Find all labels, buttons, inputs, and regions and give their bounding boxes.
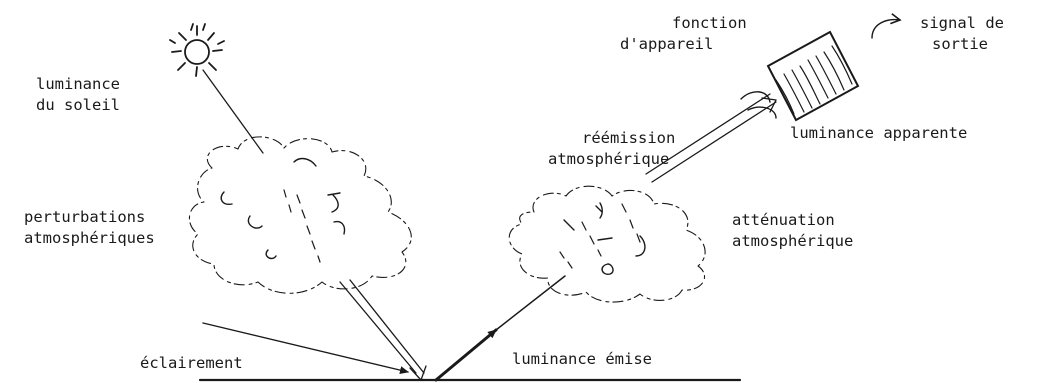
sun-ray <box>202 69 264 154</box>
cloud-scribbles-right <box>559 202 646 275</box>
emitted-luminance-arrow <box>434 328 498 382</box>
emitted-luminance-label: luminance émise <box>512 350 652 368</box>
emitted-luminance-continuation <box>495 275 566 331</box>
reemission-hook <box>740 91 771 103</box>
atmospheric-reemission-label: réémission atmosphérique <box>548 129 676 168</box>
sun-icon <box>169 23 225 77</box>
reemission-hook-2 <box>747 106 777 119</box>
sun-luminance-label: luminance du soleil <box>36 75 120 114</box>
atmospheric-disturbances-label: perturbations atmosphériques <box>24 208 155 247</box>
device-function-label: fonction d'appareil <box>620 14 747 53</box>
cloud-icon <box>188 136 412 294</box>
cloud-scribbles-left <box>220 157 346 263</box>
output-signal-arrow <box>871 13 902 39</box>
sensor-box-icon <box>766 30 860 122</box>
transmitted-ray <box>339 279 427 381</box>
illumination-arrow <box>202 322 409 375</box>
apparent-luminance-label: luminance apparente <box>790 124 968 142</box>
illumination-label: éclairement <box>140 354 243 372</box>
cloud-icon <box>508 185 706 303</box>
output-signal-label: signal de sortie <box>920 14 1004 53</box>
apparent-luminance-ray <box>645 93 777 183</box>
atmospheric-attenuation-label: atténuation atmosphérique <box>732 211 854 250</box>
